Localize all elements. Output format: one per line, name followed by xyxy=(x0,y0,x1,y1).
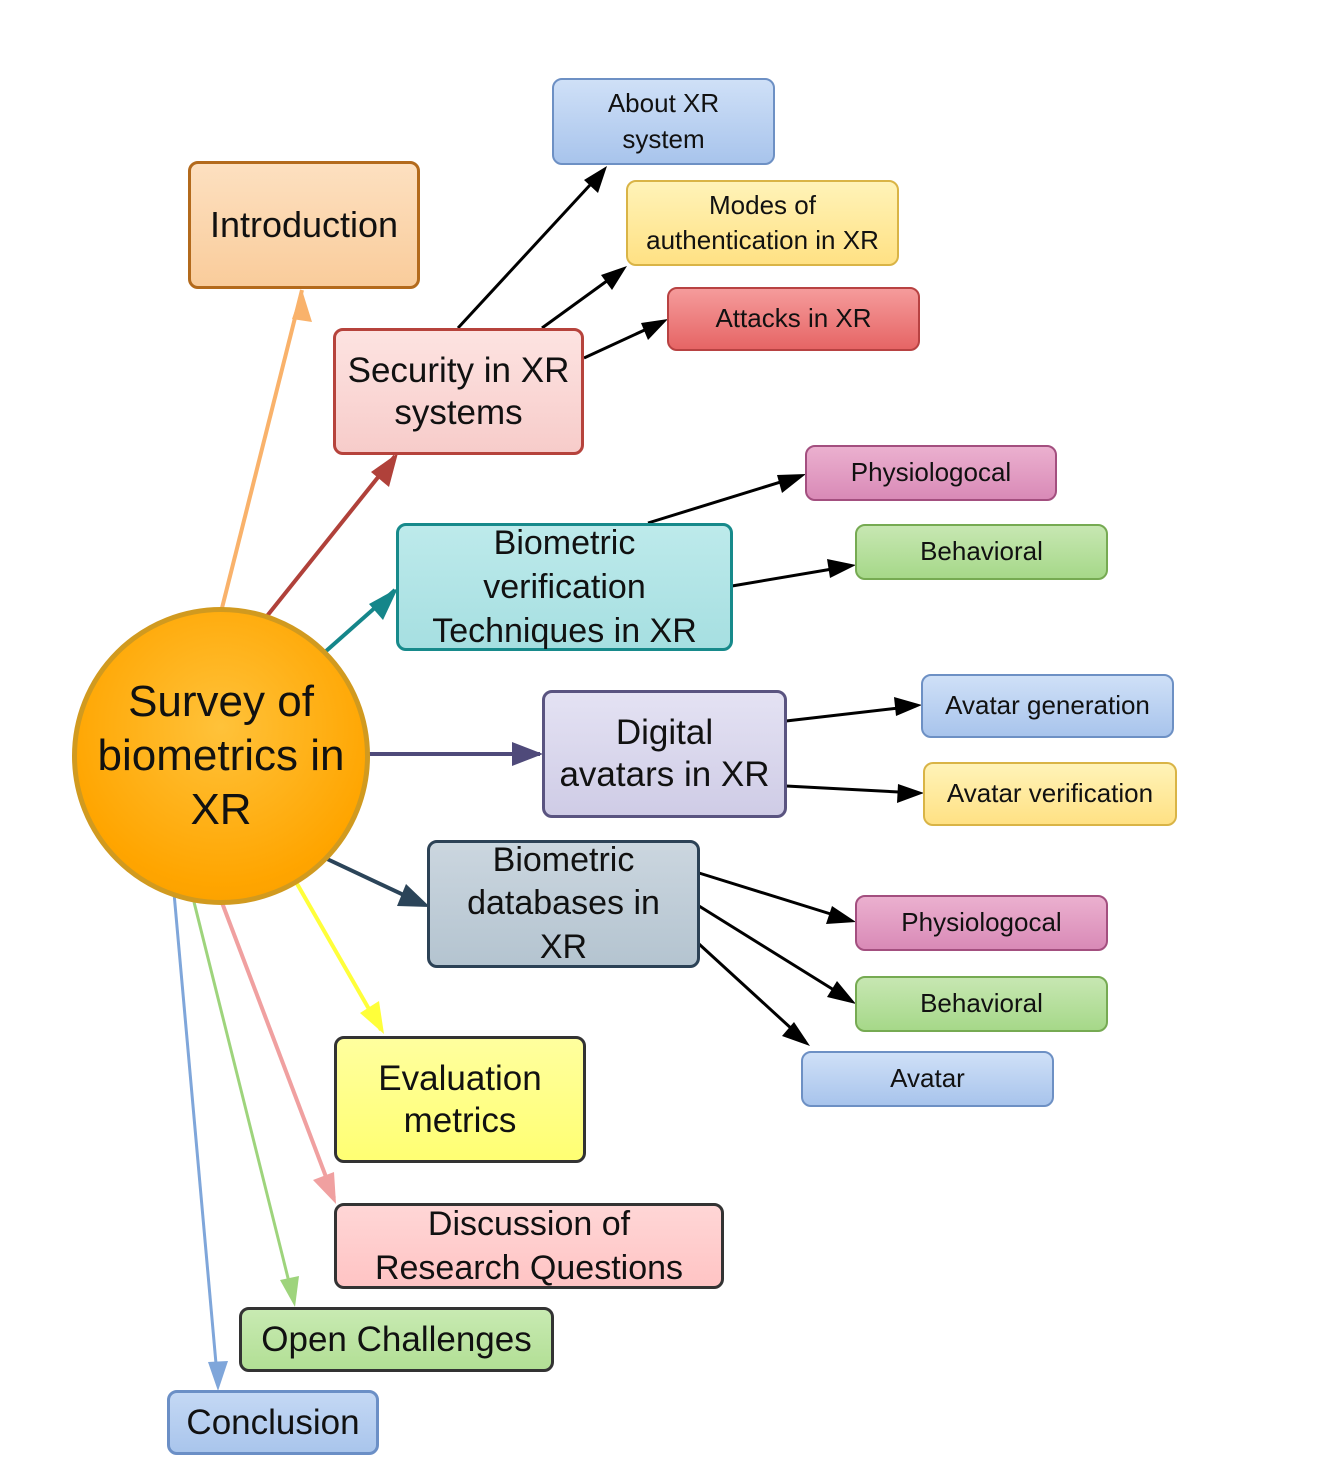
verification-node: Biometric verification Techniques in XR xyxy=(396,523,733,651)
arrow-to-challenges xyxy=(192,901,296,1303)
about-xr-label: About XR system xyxy=(607,88,720,154)
databases-node: Biometric databases in XR xyxy=(427,840,700,968)
db-physiological-label: Physiologocal xyxy=(901,907,1062,938)
verif-behavioral-label: Behavioral xyxy=(920,536,1043,567)
avatar-verification-node: Avatar verification xyxy=(923,762,1177,826)
arrowhead-db-behav xyxy=(827,981,856,1004)
about-xr-node: About XR system xyxy=(552,78,775,165)
db-physiological-node: Physiologocal xyxy=(855,895,1108,951)
arrowhead-verif-behav xyxy=(827,559,856,578)
arrowhead-evaluation xyxy=(360,1001,384,1034)
challenges-node: Open Challenges xyxy=(239,1307,554,1372)
arrowhead-attacks xyxy=(641,319,668,340)
db-avatar-node: Avatar xyxy=(801,1051,1054,1107)
introduction-label: Introduction xyxy=(209,204,399,246)
discussion-node: Discussion of Research Questions xyxy=(334,1203,724,1289)
arrow-verification-physio xyxy=(647,474,801,525)
arrowhead-verification xyxy=(369,588,398,620)
arrowhead-avatar-verif xyxy=(897,784,924,803)
arrowhead-db-physio xyxy=(826,906,856,924)
introduction-node: Introduction xyxy=(188,161,420,289)
arrowhead-modes xyxy=(601,266,627,290)
arrowhead-avatars xyxy=(512,742,543,766)
modes-auth-label: Modes of authentication in XR xyxy=(646,189,879,255)
arrow-to-evaluation xyxy=(294,881,383,1031)
security-node: Security in XR systems xyxy=(333,328,584,455)
avatar-verification-label: Avatar verification xyxy=(946,778,1154,809)
attacks-node: Attacks in XR xyxy=(667,287,920,351)
conclusion-node: Conclusion xyxy=(167,1390,379,1455)
db-behavioral-node: Behavioral xyxy=(855,976,1108,1032)
avatar-generation-node: Avatar generation xyxy=(921,674,1174,738)
arrowhead-challenges xyxy=(280,1276,299,1307)
avatars-node: Digital avatars in XR xyxy=(542,690,787,818)
security-label: Security in XR systems xyxy=(347,350,570,432)
central-topic-label: Survey of biometrics in XR xyxy=(97,677,345,834)
arrow-databases-avatar xyxy=(697,942,807,1043)
attacks-label: Attacks in XR xyxy=(715,303,872,334)
verif-behavioral-node: Behavioral xyxy=(855,524,1108,580)
challenges-label: Open Challenges xyxy=(261,1319,532,1359)
verif-physiological-label: Physiologocal xyxy=(850,457,1012,488)
avatar-generation-label: Avatar generation xyxy=(945,690,1150,721)
arrow-to-conclusion xyxy=(172,892,220,1387)
arrowhead-verif-physio xyxy=(777,474,806,493)
central-topic-circle: Survey of biometrics in XR xyxy=(72,607,370,905)
arrow-avatars-generation xyxy=(785,704,917,723)
arrow-to-security xyxy=(265,454,397,618)
conclusion-label: Conclusion xyxy=(186,1402,360,1442)
arrow-to-discussion xyxy=(219,899,336,1199)
arrowhead-introduction xyxy=(292,290,312,322)
arrow-security-about xyxy=(456,170,604,330)
arrow-avatars-verification xyxy=(785,784,919,795)
arrow-to-introduction xyxy=(220,289,304,609)
db-avatar-label: Avatar xyxy=(890,1063,965,1094)
modes-auth-node: Modes of authentication in XR xyxy=(626,180,899,266)
arrow-databases-behav xyxy=(698,904,851,1002)
verif-physiological-node: Physiologocal xyxy=(805,445,1057,501)
arrowhead-about xyxy=(584,166,607,193)
avatars-label: Digital avatars in XR xyxy=(559,713,770,794)
arrowhead-conclusion xyxy=(208,1361,228,1391)
arrowhead-discussion xyxy=(313,1172,336,1204)
discussion-label: Discussion of Research Questions xyxy=(374,1204,684,1287)
verification-label: Biometric verification Techniques in XR xyxy=(432,523,697,651)
arrowhead-db-avatar xyxy=(782,1022,810,1046)
arrow-databases-physio xyxy=(698,871,851,922)
arrowhead-security xyxy=(371,453,398,487)
db-behavioral-label: Behavioral xyxy=(920,988,1043,1019)
databases-label: Biometric databases in XR xyxy=(467,840,660,966)
evaluation-label: Evaluation metrics xyxy=(378,1058,542,1140)
arrowhead-databases xyxy=(397,884,430,907)
arrowhead-generation xyxy=(894,697,922,716)
evaluation-node: Evaluation metrics xyxy=(334,1036,586,1163)
